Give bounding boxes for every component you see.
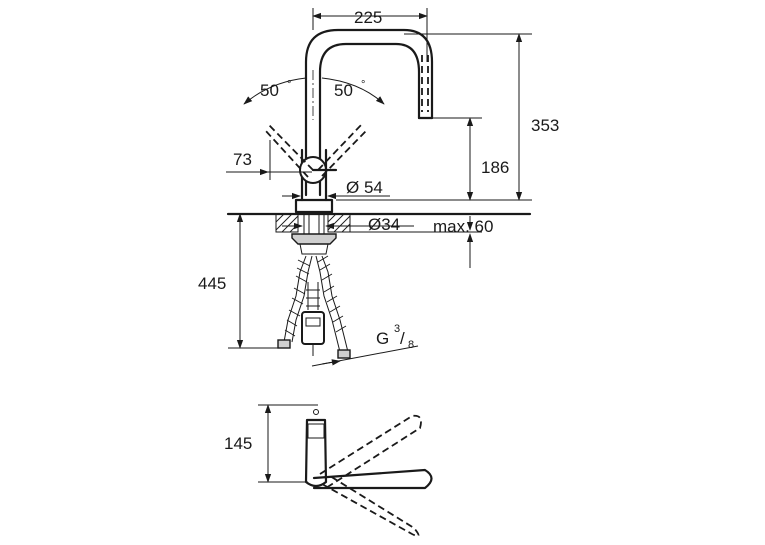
thread-denominator: 8 <box>408 339 414 351</box>
dim-handle-offset: 73 <box>233 150 252 169</box>
top-handle-swing-down <box>321 475 420 537</box>
thread-prefix: G <box>376 329 389 348</box>
dim-base-diameter: Ø 54 <box>346 178 383 197</box>
dim-angle-right: 50 <box>334 81 353 100</box>
hoses <box>277 255 351 359</box>
body-base <box>294 198 334 214</box>
mounting-nut <box>291 233 337 245</box>
deck-hatch-left <box>275 213 299 233</box>
dim-spout-height: 186 <box>481 158 509 177</box>
dim-spout-reach: 225 <box>354 8 382 27</box>
faucet-top-view <box>304 409 433 537</box>
top-handle-swing-up <box>319 414 422 489</box>
dim-hose-length: 445 <box>198 274 226 293</box>
deck-hatch-right <box>327 213 351 233</box>
thread-numerator: 3 <box>394 323 400 335</box>
thread-separator: / <box>400 329 405 348</box>
hose-weight <box>301 311 325 345</box>
degree-left: ° <box>287 79 291 91</box>
dimension-lines <box>226 8 532 367</box>
dim-top-depth: 145 <box>224 434 252 453</box>
spout-inner <box>318 42 421 197</box>
spout-outer <box>304 28 434 197</box>
dim-height-total: 353 <box>531 116 559 135</box>
degree-right: ° <box>361 79 365 91</box>
top-body <box>304 418 328 488</box>
top-handle-solid <box>312 468 433 490</box>
spray-head-dash <box>421 55 429 112</box>
dim-angle-left: 50 <box>260 81 279 100</box>
dim-hole-diameter: Ø34 <box>368 215 400 234</box>
faucet-elevation <box>226 28 532 359</box>
dim-max-thickness: max. 60 <box>433 217 493 236</box>
